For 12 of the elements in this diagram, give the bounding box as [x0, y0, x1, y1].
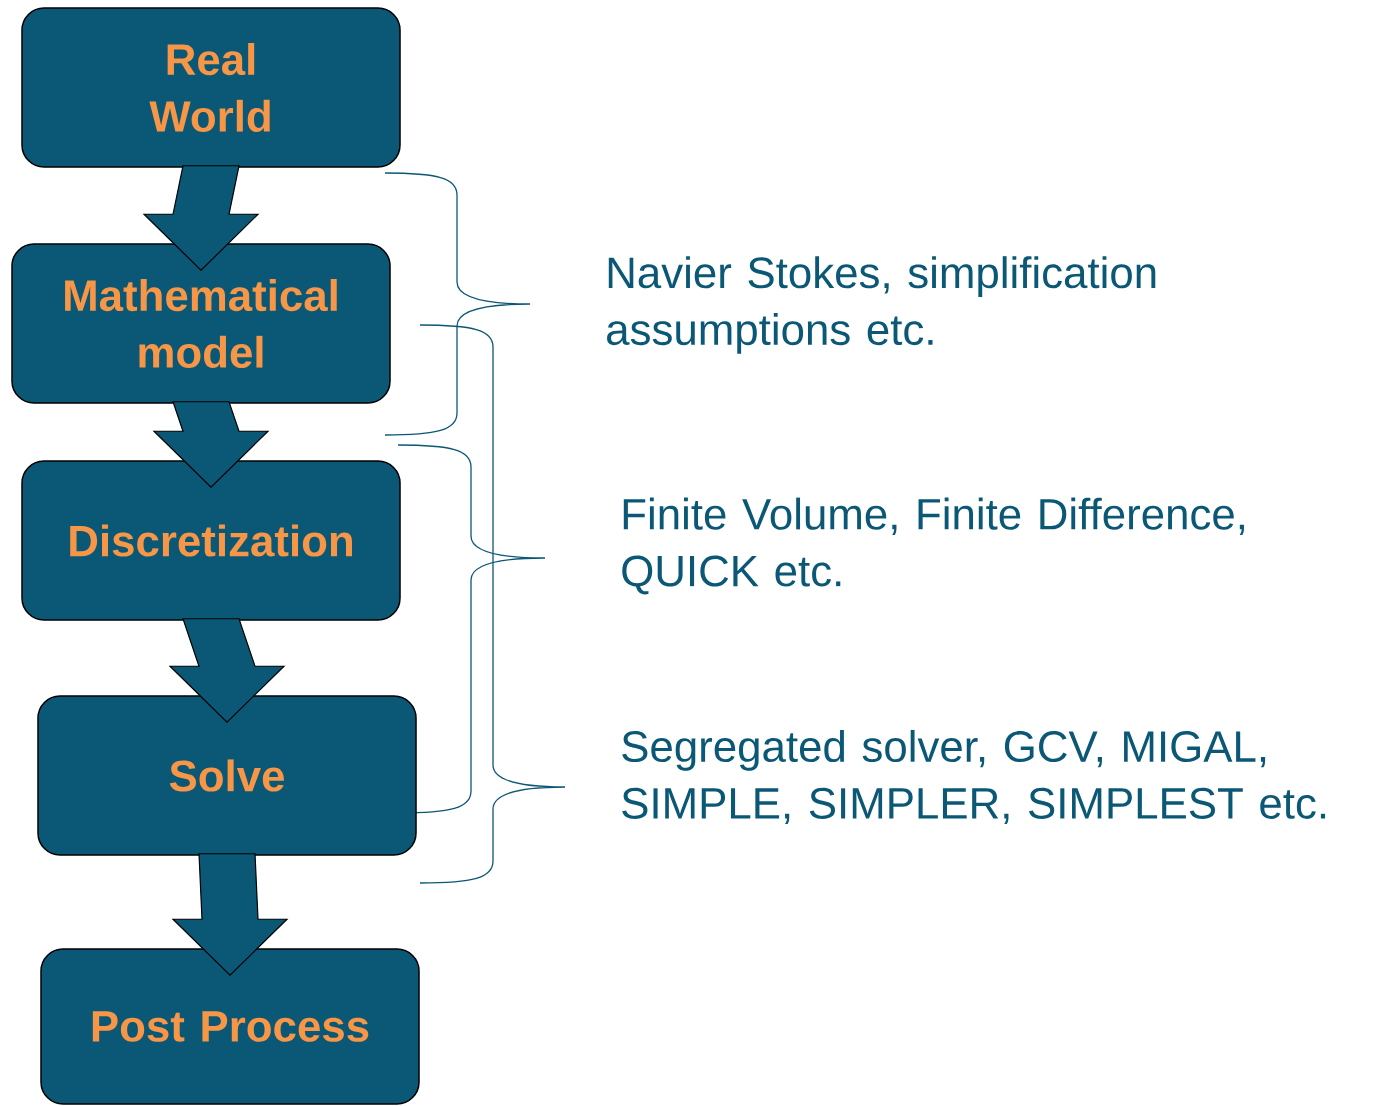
block-arrow	[142, 165, 260, 272]
block-arrow	[168, 618, 286, 724]
process-box: Discretization	[21, 460, 401, 621]
process-box: Post Process	[40, 948, 420, 1105]
block-arrow	[152, 401, 270, 489]
block-arrow	[171, 853, 289, 977]
process-box: Solve	[37, 695, 417, 856]
annotation-text: Navier Stokes, simplification assumptions etc.	[607, 256, 1156, 354]
annotation-text: Segregated solver, GCV, MIGAL, SIMPLE, SIMPLER, SIMPLEST etc.	[622, 729, 1326, 825]
process-box: Real World	[21, 7, 401, 168]
annotation-text: Finite Volume, Finite Difference, QUICK etc.	[622, 497, 1244, 595]
process-box: Mathematical model	[11, 243, 391, 404]
